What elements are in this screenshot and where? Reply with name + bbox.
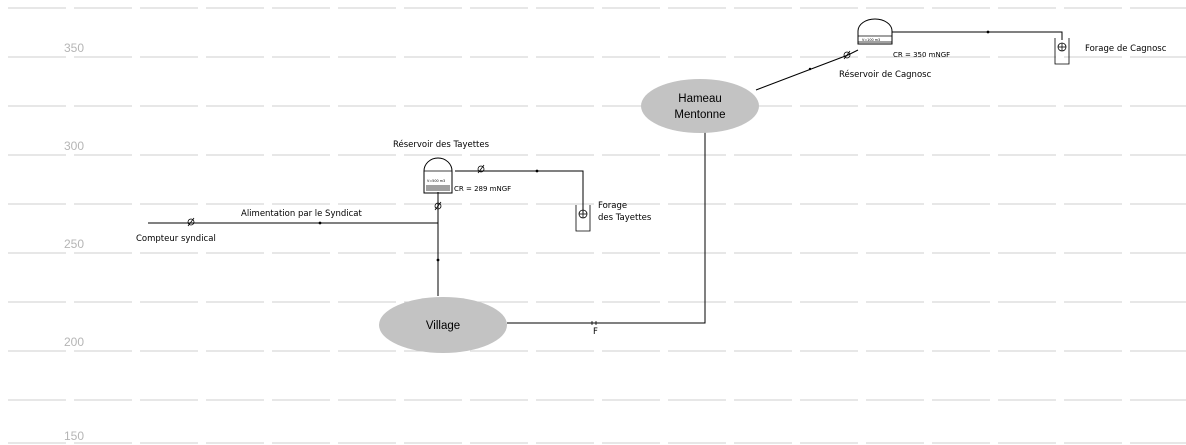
reservoir-cagnosc: V=100 m3 CR = 350 mNGF Réservoir de Cagn… — [839, 18, 950, 80]
pipe-hameau-cagnosc — [755, 49, 859, 91]
reservoir-tayettes-cr: CR = 289 mNGF — [454, 185, 511, 193]
altitude-label-200: 200 — [64, 335, 84, 349]
valve-icon — [477, 164, 485, 174]
reservoir-tank-icon — [423, 157, 453, 194]
compteur-label: Compteur syndical — [136, 234, 216, 244]
flow-marker — [318, 221, 322, 225]
village-ellipse — [379, 297, 507, 353]
valves — [187, 50, 851, 227]
pipe-village-hameau — [507, 130, 706, 324]
valve-icon — [434, 201, 442, 211]
flow-marker — [436, 258, 440, 262]
hameau-label-line2: Mentonne — [674, 109, 725, 121]
village-label: Village — [426, 320, 460, 332]
hameau-label-line1: Hameau — [678, 93, 721, 105]
well-icon — [1054, 38, 1070, 65]
forage-tayettes: Forage des Tayettes — [575, 201, 652, 232]
forage-tayettes-line2: des Tayettes — [598, 213, 652, 223]
village-node: Village — [379, 297, 507, 353]
well-icon — [575, 205, 591, 232]
reservoir-cagnosc-title: Réservoir de Cagnosc — [839, 69, 932, 80]
flow-marker — [535, 169, 539, 173]
pipe-forage-tayettes — [455, 170, 584, 213]
altitude-label-350: 350 — [64, 41, 84, 55]
altitude-label-250: 250 — [64, 237, 84, 251]
forage-cagnosc: Forage de Cagnosc — [1054, 38, 1167, 65]
pipe-forage-cagnosc — [892, 31, 1063, 40]
reservoir-tayettes: Réservoir des Tayettes V=500 m3 CR = 289… — [393, 139, 511, 194]
flow-marker — [986, 30, 990, 34]
reservoir-tayettes-title: Réservoir des Tayettes — [393, 139, 490, 150]
flow-marker — [808, 67, 812, 71]
valve-icon — [187, 217, 195, 227]
reservoir-tank-icon — [857, 18, 893, 45]
flow-markers — [318, 30, 990, 262]
forage-tayettes-line1: Forage — [598, 201, 627, 211]
forage-cagnosc-label: Forage de Cagnosc — [1085, 44, 1167, 54]
alimentation-label: Alimentation par le Syndicat — [241, 209, 363, 219]
altitude-axis: 350 300 250 200 150 — [64, 41, 84, 443]
reservoir-cagnosc-cr: CR = 350 mNGF — [893, 51, 950, 59]
hameau-ellipse — [641, 79, 759, 133]
valve-icon — [843, 50, 851, 60]
reservoir-cagnosc-volume: V=100 m3 — [862, 38, 880, 42]
hameau-node: Hameau Mentonne — [641, 79, 759, 133]
altitude-label-300: 300 — [64, 139, 84, 153]
pipe-f-marker: F — [591, 321, 598, 337]
gridlines — [8, 7, 1186, 444]
reservoir-tayettes-volume: V=500 m3 — [427, 179, 445, 183]
altitude-label-150: 150 — [64, 429, 84, 443]
pipe-f-label: F — [593, 327, 598, 337]
